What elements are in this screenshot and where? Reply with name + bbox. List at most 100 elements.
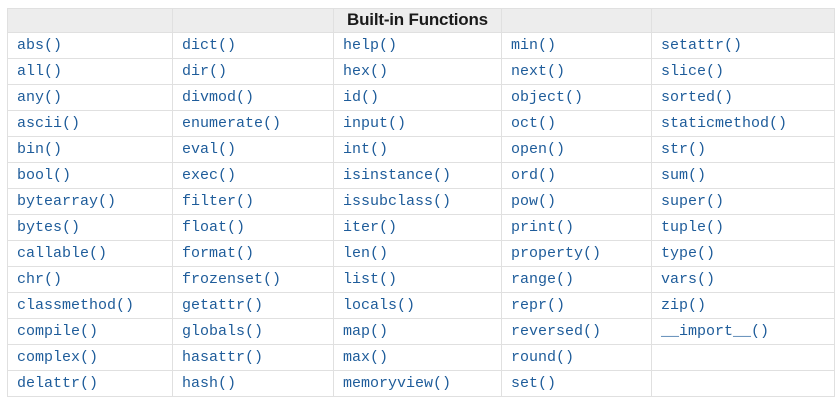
function-link[interactable]: dir()	[182, 63, 228, 80]
table-cell: reversed()	[501, 318, 652, 345]
function-link[interactable]: input()	[343, 115, 407, 132]
table-cell: memoryview()	[333, 370, 502, 397]
table-cell: iter()	[333, 214, 502, 241]
function-link[interactable]: iter()	[343, 219, 398, 236]
function-link[interactable]: globals()	[182, 323, 264, 340]
function-link[interactable]: property()	[511, 245, 602, 262]
function-link[interactable]: vars()	[661, 271, 716, 288]
function-link[interactable]: range()	[511, 271, 575, 288]
function-link[interactable]: reversed()	[511, 323, 602, 340]
table-body: abs() dict() help() min() setattr() all() dir(…	[7, 32, 835, 397]
function-link[interactable]: bytes()	[17, 219, 81, 236]
function-link[interactable]: ord()	[511, 167, 557, 184]
function-link[interactable]: list()	[343, 271, 398, 288]
function-link[interactable]: setattr()	[661, 37, 743, 54]
function-link[interactable]: hex()	[343, 63, 389, 80]
function-link[interactable]: classmethod()	[17, 297, 135, 314]
function-link[interactable]: tuple()	[661, 219, 725, 236]
table-cell: str()	[651, 136, 835, 163]
function-link[interactable]: max()	[343, 349, 389, 366]
function-link[interactable]: sum()	[661, 167, 707, 184]
function-link[interactable]: eval()	[182, 141, 237, 158]
table-cell: sum()	[651, 162, 835, 189]
function-link[interactable]: len()	[343, 245, 389, 262]
table-cell: abs()	[7, 32, 173, 59]
function-link[interactable]: chr()	[17, 271, 63, 288]
function-link[interactable]: zip()	[661, 297, 707, 314]
table-row: bool() exec() isinstance() ord() sum()	[7, 162, 835, 189]
table-cell	[651, 370, 835, 397]
function-link[interactable]: pow()	[511, 193, 557, 210]
table-title: Built-in Functions	[333, 8, 502, 33]
function-link[interactable]: set()	[511, 375, 557, 392]
function-link[interactable]: open()	[511, 141, 566, 158]
function-link[interactable]: callable()	[17, 245, 108, 262]
function-link[interactable]: __import__()	[661, 323, 770, 340]
table-cell: bool()	[7, 162, 173, 189]
function-link[interactable]: enumerate()	[182, 115, 282, 132]
function-link[interactable]: object()	[511, 89, 584, 106]
table-row: bytearray() filter() issubclass() pow() supe…	[7, 188, 835, 215]
table-cell	[651, 344, 835, 371]
function-link[interactable]: isinstance()	[343, 167, 452, 184]
table-row: delattr() hash() memoryview() set()	[7, 370, 835, 397]
function-link[interactable]: int()	[343, 141, 389, 158]
function-link[interactable]: print()	[511, 219, 575, 236]
function-link[interactable]: compile()	[17, 323, 99, 340]
table-row: any() divmod() id() object() sorted()	[7, 84, 835, 111]
function-link[interactable]: filter()	[182, 193, 255, 210]
function-link[interactable]: bytearray()	[17, 193, 117, 210]
function-link[interactable]: sorted()	[661, 89, 734, 106]
function-link[interactable]: slice()	[661, 63, 725, 80]
function-link[interactable]: memoryview()	[343, 375, 452, 392]
function-link[interactable]: exec()	[182, 167, 237, 184]
function-link[interactable]: oct()	[511, 115, 557, 132]
table-cell: setattr()	[651, 32, 835, 59]
function-link[interactable]: next()	[511, 63, 566, 80]
function-link[interactable]: locals()	[343, 297, 416, 314]
function-link[interactable]: any()	[17, 89, 63, 106]
function-link[interactable]: frozenset()	[182, 271, 282, 288]
function-link[interactable]: delattr()	[17, 375, 99, 392]
function-link[interactable]: staticmethod()	[661, 115, 788, 132]
table-cell: help()	[333, 32, 502, 59]
function-link[interactable]: getattr()	[182, 297, 264, 314]
function-link[interactable]: dict()	[182, 37, 237, 54]
table-row: all() dir() hex() next() slice()	[7, 58, 835, 85]
function-link[interactable]: hasattr()	[182, 349, 264, 366]
table-cell: bytearray()	[7, 188, 173, 215]
function-link[interactable]: map()	[343, 323, 389, 340]
function-link[interactable]: issubclass()	[343, 193, 452, 210]
function-link[interactable]: str()	[661, 141, 707, 158]
table-cell: getattr()	[172, 292, 334, 319]
function-link[interactable]: ascii()	[17, 115, 81, 132]
table-cell: map()	[333, 318, 502, 345]
function-link[interactable]: float()	[182, 219, 246, 236]
function-link[interactable]: repr()	[511, 297, 566, 314]
table-cell: float()	[172, 214, 334, 241]
function-link[interactable]: all()	[17, 63, 63, 80]
header-cell-empty	[501, 8, 652, 33]
table-cell: vars()	[651, 266, 835, 293]
header-cell-empty	[651, 8, 835, 33]
table-cell: len()	[333, 240, 502, 267]
function-link[interactable]: id()	[343, 89, 380, 106]
table-cell: bytes()	[7, 214, 173, 241]
function-link[interactable]: type()	[661, 245, 716, 262]
function-link[interactable]: format()	[182, 245, 255, 262]
function-link[interactable]: min()	[511, 37, 557, 54]
function-link[interactable]: abs()	[17, 37, 63, 54]
function-link[interactable]: help()	[343, 37, 398, 54]
table-row: bytes() float() iter() print() tuple()	[7, 214, 835, 241]
table-cell: next()	[501, 58, 652, 85]
function-link[interactable]: complex()	[17, 349, 99, 366]
function-link[interactable]: divmod()	[182, 89, 255, 106]
function-link[interactable]: bin()	[17, 141, 63, 158]
table-cell: repr()	[501, 292, 652, 319]
table-cell: ascii()	[7, 110, 173, 137]
function-link[interactable]: bool()	[17, 167, 72, 184]
function-link[interactable]: super()	[661, 193, 725, 210]
table-cell: list()	[333, 266, 502, 293]
function-link[interactable]: hash()	[182, 375, 237, 392]
function-link[interactable]: round()	[511, 349, 575, 366]
